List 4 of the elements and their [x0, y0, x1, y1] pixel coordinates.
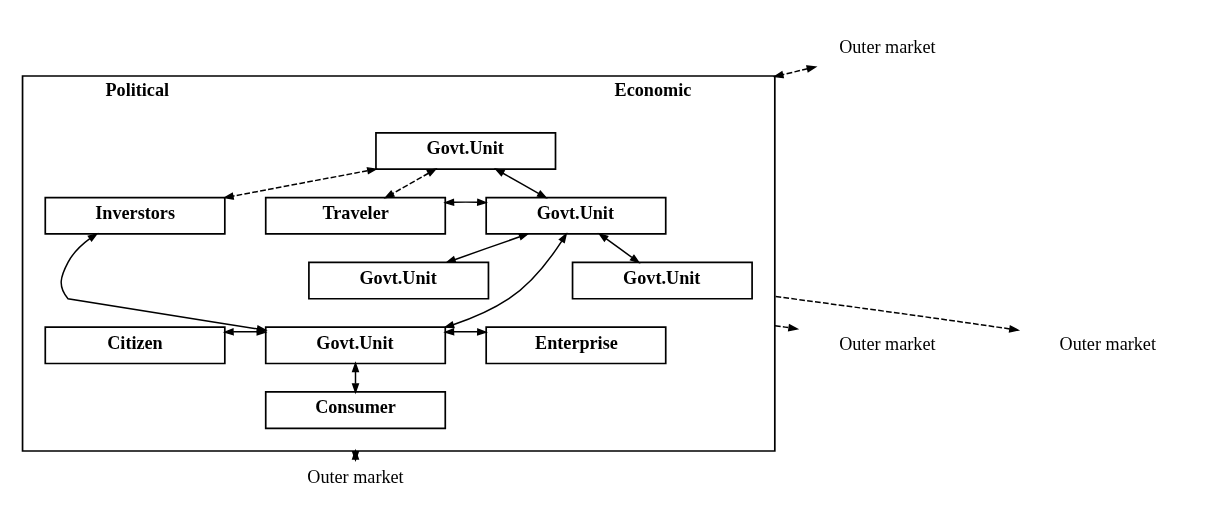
label: Outer market [839, 37, 936, 58]
label: Outer market [1059, 333, 1156, 354]
label: Outer market [307, 466, 404, 487]
label: Outer market [839, 333, 936, 354]
